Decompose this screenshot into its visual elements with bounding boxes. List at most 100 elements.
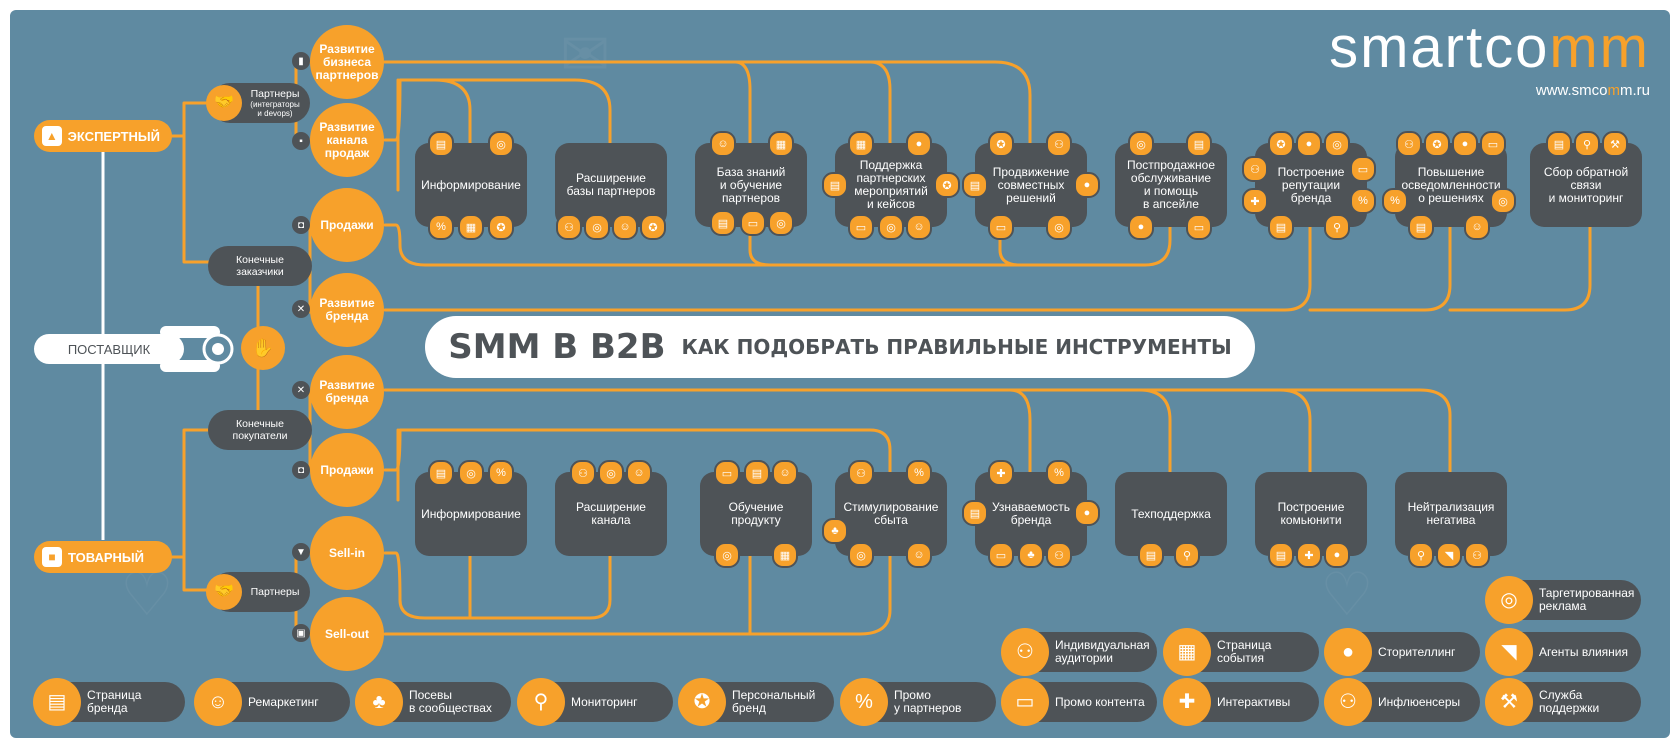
handshake-icon: 🤝	[206, 85, 242, 121]
group-sublabel: (интеграторы	[250, 100, 300, 109]
percent-icon: %	[906, 460, 932, 486]
presentation-icon: ▭	[1480, 131, 1506, 157]
badge-icon: ✪	[934, 172, 960, 198]
calendar-page-icon: ▤	[1268, 214, 1294, 240]
group-label: заказчики	[236, 266, 284, 278]
calendar-page-icon: ▤	[1268, 542, 1294, 568]
megaphone-icon: ◥	[1485, 628, 1533, 676]
target-icon: ◎	[848, 542, 874, 568]
legend-storytelling: ●Сторителлинг	[1324, 628, 1480, 676]
logo-url-suffix: m.ru	[1620, 82, 1650, 99]
target-icon: ◎	[1046, 214, 1072, 240]
logo-main-text: smartco	[1329, 15, 1550, 80]
calendar-page-icon: ▤	[822, 172, 848, 198]
percent-icon: %	[488, 460, 514, 486]
target-icon: ◎	[598, 460, 624, 486]
interactive-icon: ✚	[1163, 678, 1211, 726]
calendar-page-icon: ▤	[1408, 214, 1434, 240]
target-icon: ◎	[458, 460, 484, 486]
watermark-icon: ✉	[560, 21, 611, 88]
badge-icon: ✪	[988, 131, 1014, 157]
satellite-icon: ✕	[292, 381, 310, 399]
group-label: Конечные	[236, 418, 284, 430]
target-icon: ◎	[488, 131, 514, 157]
people-icon: ☺	[906, 542, 932, 568]
magnifier-icon: ⚲	[1324, 214, 1350, 240]
calendar-page-icon: ▤	[744, 460, 770, 486]
people-icon: ☺	[612, 214, 638, 240]
target-icon: ◎	[714, 542, 740, 568]
calendar-icon: ▦	[458, 214, 484, 240]
speech-bubble-icon: ●	[1452, 131, 1478, 157]
legend-remarketing: ☺Ремаркетинг	[194, 678, 350, 726]
people-icon: ☺	[194, 678, 242, 726]
sprout-icon: ♣	[822, 518, 848, 544]
presentation-icon: ▭	[988, 214, 1014, 240]
sprout-icon: ♣	[355, 678, 403, 726]
megaphone-icon: ◥	[1436, 542, 1462, 568]
influencer-icon: ⚇	[1046, 542, 1072, 568]
box-informing-top: Информирование	[415, 143, 527, 227]
shopping-bag-icon: ◘	[292, 461, 310, 479]
speech-bubble-icon: ●	[1324, 542, 1350, 568]
magnifier-icon: ⚲	[517, 678, 565, 726]
percent-icon: %	[1046, 460, 1072, 486]
calendar-page-icon: ▤	[1138, 542, 1164, 568]
interactive-icon: ✚	[988, 460, 1014, 486]
logo-url-prefix: www.smco	[1535, 82, 1608, 99]
calendar-page-icon: ▤	[962, 500, 988, 526]
group-label: покупатели	[232, 430, 288, 442]
influencer-icon: ⚇	[1396, 131, 1422, 157]
speech-bubble-icon: ●	[1074, 172, 1100, 198]
type-expert: ▲ ЭКСПЕРТНЫЙ	[34, 120, 172, 152]
people-icon: ☺	[906, 214, 932, 240]
magnifier-icon: ⚲	[1574, 131, 1600, 157]
supplier-label: ПОСТАВЩИК	[34, 334, 184, 364]
group-partners-bottom: 🤝 Партнеры	[206, 572, 310, 612]
speech-bubble-icon: ●	[1324, 628, 1372, 676]
influencer-icon: ⚇	[556, 214, 582, 240]
box-icon: ■	[42, 547, 62, 567]
chart-icon: ▮	[292, 52, 310, 70]
type-product: ■ ТОВАРНЫЙ	[34, 541, 172, 573]
cart-icon: ▣	[292, 624, 310, 642]
legend-monitoring: ⚲Мониторинг	[517, 678, 673, 726]
calendar-icon: ▦	[772, 542, 798, 568]
influencer-icon: ⚇	[570, 460, 596, 486]
graduation-cap-icon: ▲	[42, 126, 62, 146]
people-icon: ☺	[626, 460, 652, 486]
calendar-icon: ▦	[848, 131, 874, 157]
influencer-icon: ⚇	[1464, 542, 1490, 568]
group-label: Партнеры	[250, 586, 300, 598]
brand-logo[interactable]: smartcomm www.smcomm.ru	[1250, 18, 1650, 100]
calendar-page-icon: ▤	[962, 172, 988, 198]
legend-influencers: ⚇Инфлюенсеры	[1324, 678, 1480, 726]
badge-icon: ✪	[640, 214, 666, 240]
target-icon: ◎	[1128, 131, 1154, 157]
magnifier-icon: ⚲	[1174, 542, 1200, 568]
speech-bubble-icon: ●	[906, 131, 932, 157]
chat-icon: ▪	[292, 132, 310, 150]
stamp-icon: ▼	[292, 543, 310, 561]
magnifier-icon: ⚲	[1408, 542, 1434, 568]
target-icon: ◎	[584, 214, 610, 240]
circle-sell-out: Sell-out	[310, 597, 384, 671]
presentation-icon: ▭	[714, 460, 740, 486]
support-icon: ⚒	[1602, 131, 1628, 157]
supplier-hand-icon: ✋	[241, 326, 285, 370]
influencer-icon: ⚇	[1324, 678, 1372, 726]
circle-sales-top: Продажи	[310, 188, 384, 262]
